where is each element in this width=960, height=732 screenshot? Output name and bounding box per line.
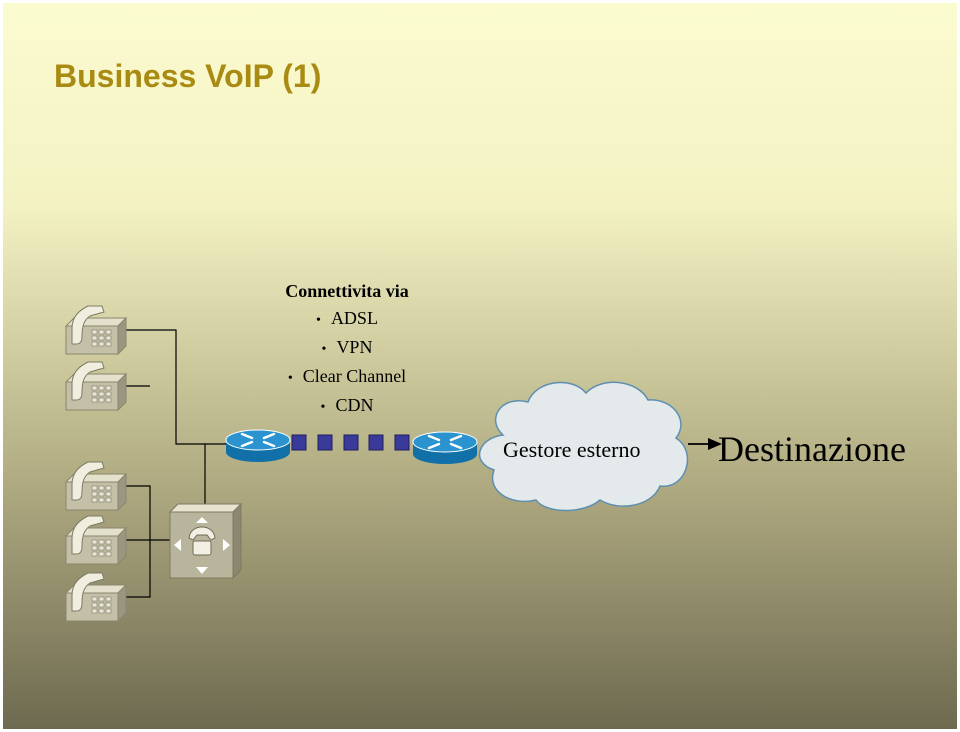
connection-lines bbox=[125, 329, 228, 598]
pbx-icon bbox=[168, 502, 243, 580]
connectivity-item-adsl: •ADSL bbox=[316, 308, 378, 328]
phone-icon bbox=[65, 572, 127, 622]
connectivity-heading: Connettivita via bbox=[285, 281, 409, 301]
cloud-icon bbox=[478, 381, 689, 512]
cloud-label: Gestore esterno bbox=[503, 437, 641, 462]
arrow-icon bbox=[688, 438, 722, 450]
router-icon bbox=[224, 428, 292, 464]
connectivity-item-vpn: •VPN bbox=[321, 337, 373, 357]
phone-icon bbox=[65, 515, 127, 565]
connectivity-list: •ADSL •VPN •Clear Channel •CDN bbox=[272, 305, 422, 421]
connectivity-item-clear-channel: •Clear Channel bbox=[287, 366, 407, 386]
phone-icon bbox=[65, 461, 127, 511]
destination-label: Destinazione bbox=[718, 429, 906, 469]
tunnel-blocks bbox=[291, 434, 410, 451]
page-title: Business VoIP (1) bbox=[54, 58, 322, 94]
phone-icon bbox=[65, 361, 127, 411]
connectivity-box: Connettivita via •ADSL •VPN •Clear Chann… bbox=[272, 280, 422, 421]
slide-background bbox=[3, 3, 957, 729]
router-icon bbox=[411, 430, 479, 466]
phone-icon bbox=[65, 305, 127, 355]
connectivity-item-cdn: •CDN bbox=[320, 395, 374, 415]
